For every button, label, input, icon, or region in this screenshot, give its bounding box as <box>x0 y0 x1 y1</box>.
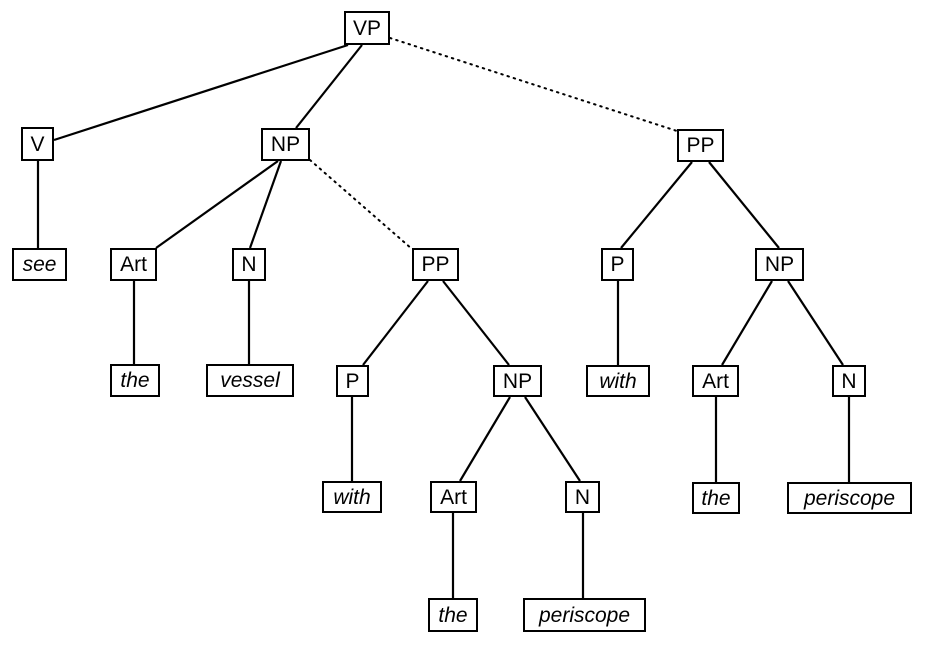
tree-node-label: with <box>599 369 637 393</box>
tree-edge-np1-pp-center <box>309 159 413 250</box>
tree-node-label: N <box>574 485 591 509</box>
tree-node-label: Art <box>440 485 467 509</box>
tree-edge-vp-np1 <box>295 44 363 129</box>
tree-node-v[interactable]: V <box>21 127 54 161</box>
tree-node-vp[interactable]: VP <box>344 11 390 45</box>
tree-edge-vp-v <box>53 43 349 142</box>
tree-node-pp_center[interactable]: PP <box>412 248 459 281</box>
tree-node-label: NP <box>764 253 795 276</box>
tree-node-label: the <box>438 603 468 627</box>
tree-node-pp_right[interactable]: PP <box>677 129 724 162</box>
tree-node-p_center[interactable]: P <box>336 365 369 397</box>
tree-node-n1[interactable]: N <box>232 248 266 281</box>
tree-node-label: NP <box>270 133 301 156</box>
tree-node-label: V <box>30 132 45 156</box>
tree-node-label: the <box>120 369 150 392</box>
tree-node-see[interactable]: see <box>12 248 67 281</box>
tree-node-n_right[interactable]: N <box>832 365 866 397</box>
tree-edge-pp-right-np <box>708 161 780 249</box>
tree-node-per_center[interactable]: periscope <box>523 598 646 632</box>
tree-node-np_right[interactable]: NP <box>755 248 804 281</box>
tree-node-label: PP <box>421 253 450 276</box>
tree-node-label: PP <box>686 134 715 157</box>
tree-node-np1[interactable]: NP <box>261 128 310 161</box>
tree-node-label: vessel <box>220 369 280 392</box>
tree-node-label: with <box>333 485 371 509</box>
tree-node-with_right[interactable]: with <box>586 365 650 397</box>
tree-node-n_center[interactable]: N <box>565 481 600 513</box>
tree-node-label: periscope <box>538 603 631 627</box>
tree-node-the_center[interactable]: the <box>428 598 478 632</box>
tree-node-np_center[interactable]: NP <box>493 365 542 397</box>
tree-node-label: see <box>22 253 57 276</box>
tree-node-label: N <box>841 369 857 393</box>
tree-node-label: N <box>241 253 257 276</box>
tree-node-label: periscope <box>803 486 896 510</box>
tree-node-p_right[interactable]: P <box>601 248 634 281</box>
tree-node-vessel[interactable]: vessel <box>206 364 294 397</box>
tree-node-label: VP <box>352 16 381 40</box>
tree-edge-np1-n1 <box>248 160 283 249</box>
tree-node-per_right[interactable]: periscope <box>787 482 912 514</box>
tree-node-label: NP <box>502 369 533 393</box>
tree-edge-pp-center-np <box>442 280 510 366</box>
tree-edge-np-center-art <box>459 396 511 482</box>
tree-edge-vp-pp-right <box>389 37 678 132</box>
tree-edge-pp-right-p <box>620 161 693 249</box>
tree-edge-pp-center-p <box>362 280 429 366</box>
tree-edge-np-right-n <box>787 280 844 366</box>
tree-node-label: Art <box>702 369 729 393</box>
tree-node-label: P <box>610 253 625 276</box>
tree-node-the_right[interactable]: the <box>692 482 740 514</box>
tree-edge-np1-art1 <box>155 160 279 249</box>
tree-node-the1[interactable]: the <box>110 364 160 397</box>
tree-node-art1[interactable]: Art <box>110 248 157 281</box>
tree-node-with_center[interactable]: with <box>322 481 382 513</box>
tree-node-art_center[interactable]: Art <box>430 481 477 513</box>
tree-node-art_right[interactable]: Art <box>692 365 739 397</box>
tree-edge-np-right-art <box>721 280 773 366</box>
tree-node-label: the <box>701 486 731 510</box>
tree-node-label: P <box>345 369 360 393</box>
tree-node-label: Art <box>120 253 147 276</box>
tree-edge-np-center-n <box>524 396 581 482</box>
